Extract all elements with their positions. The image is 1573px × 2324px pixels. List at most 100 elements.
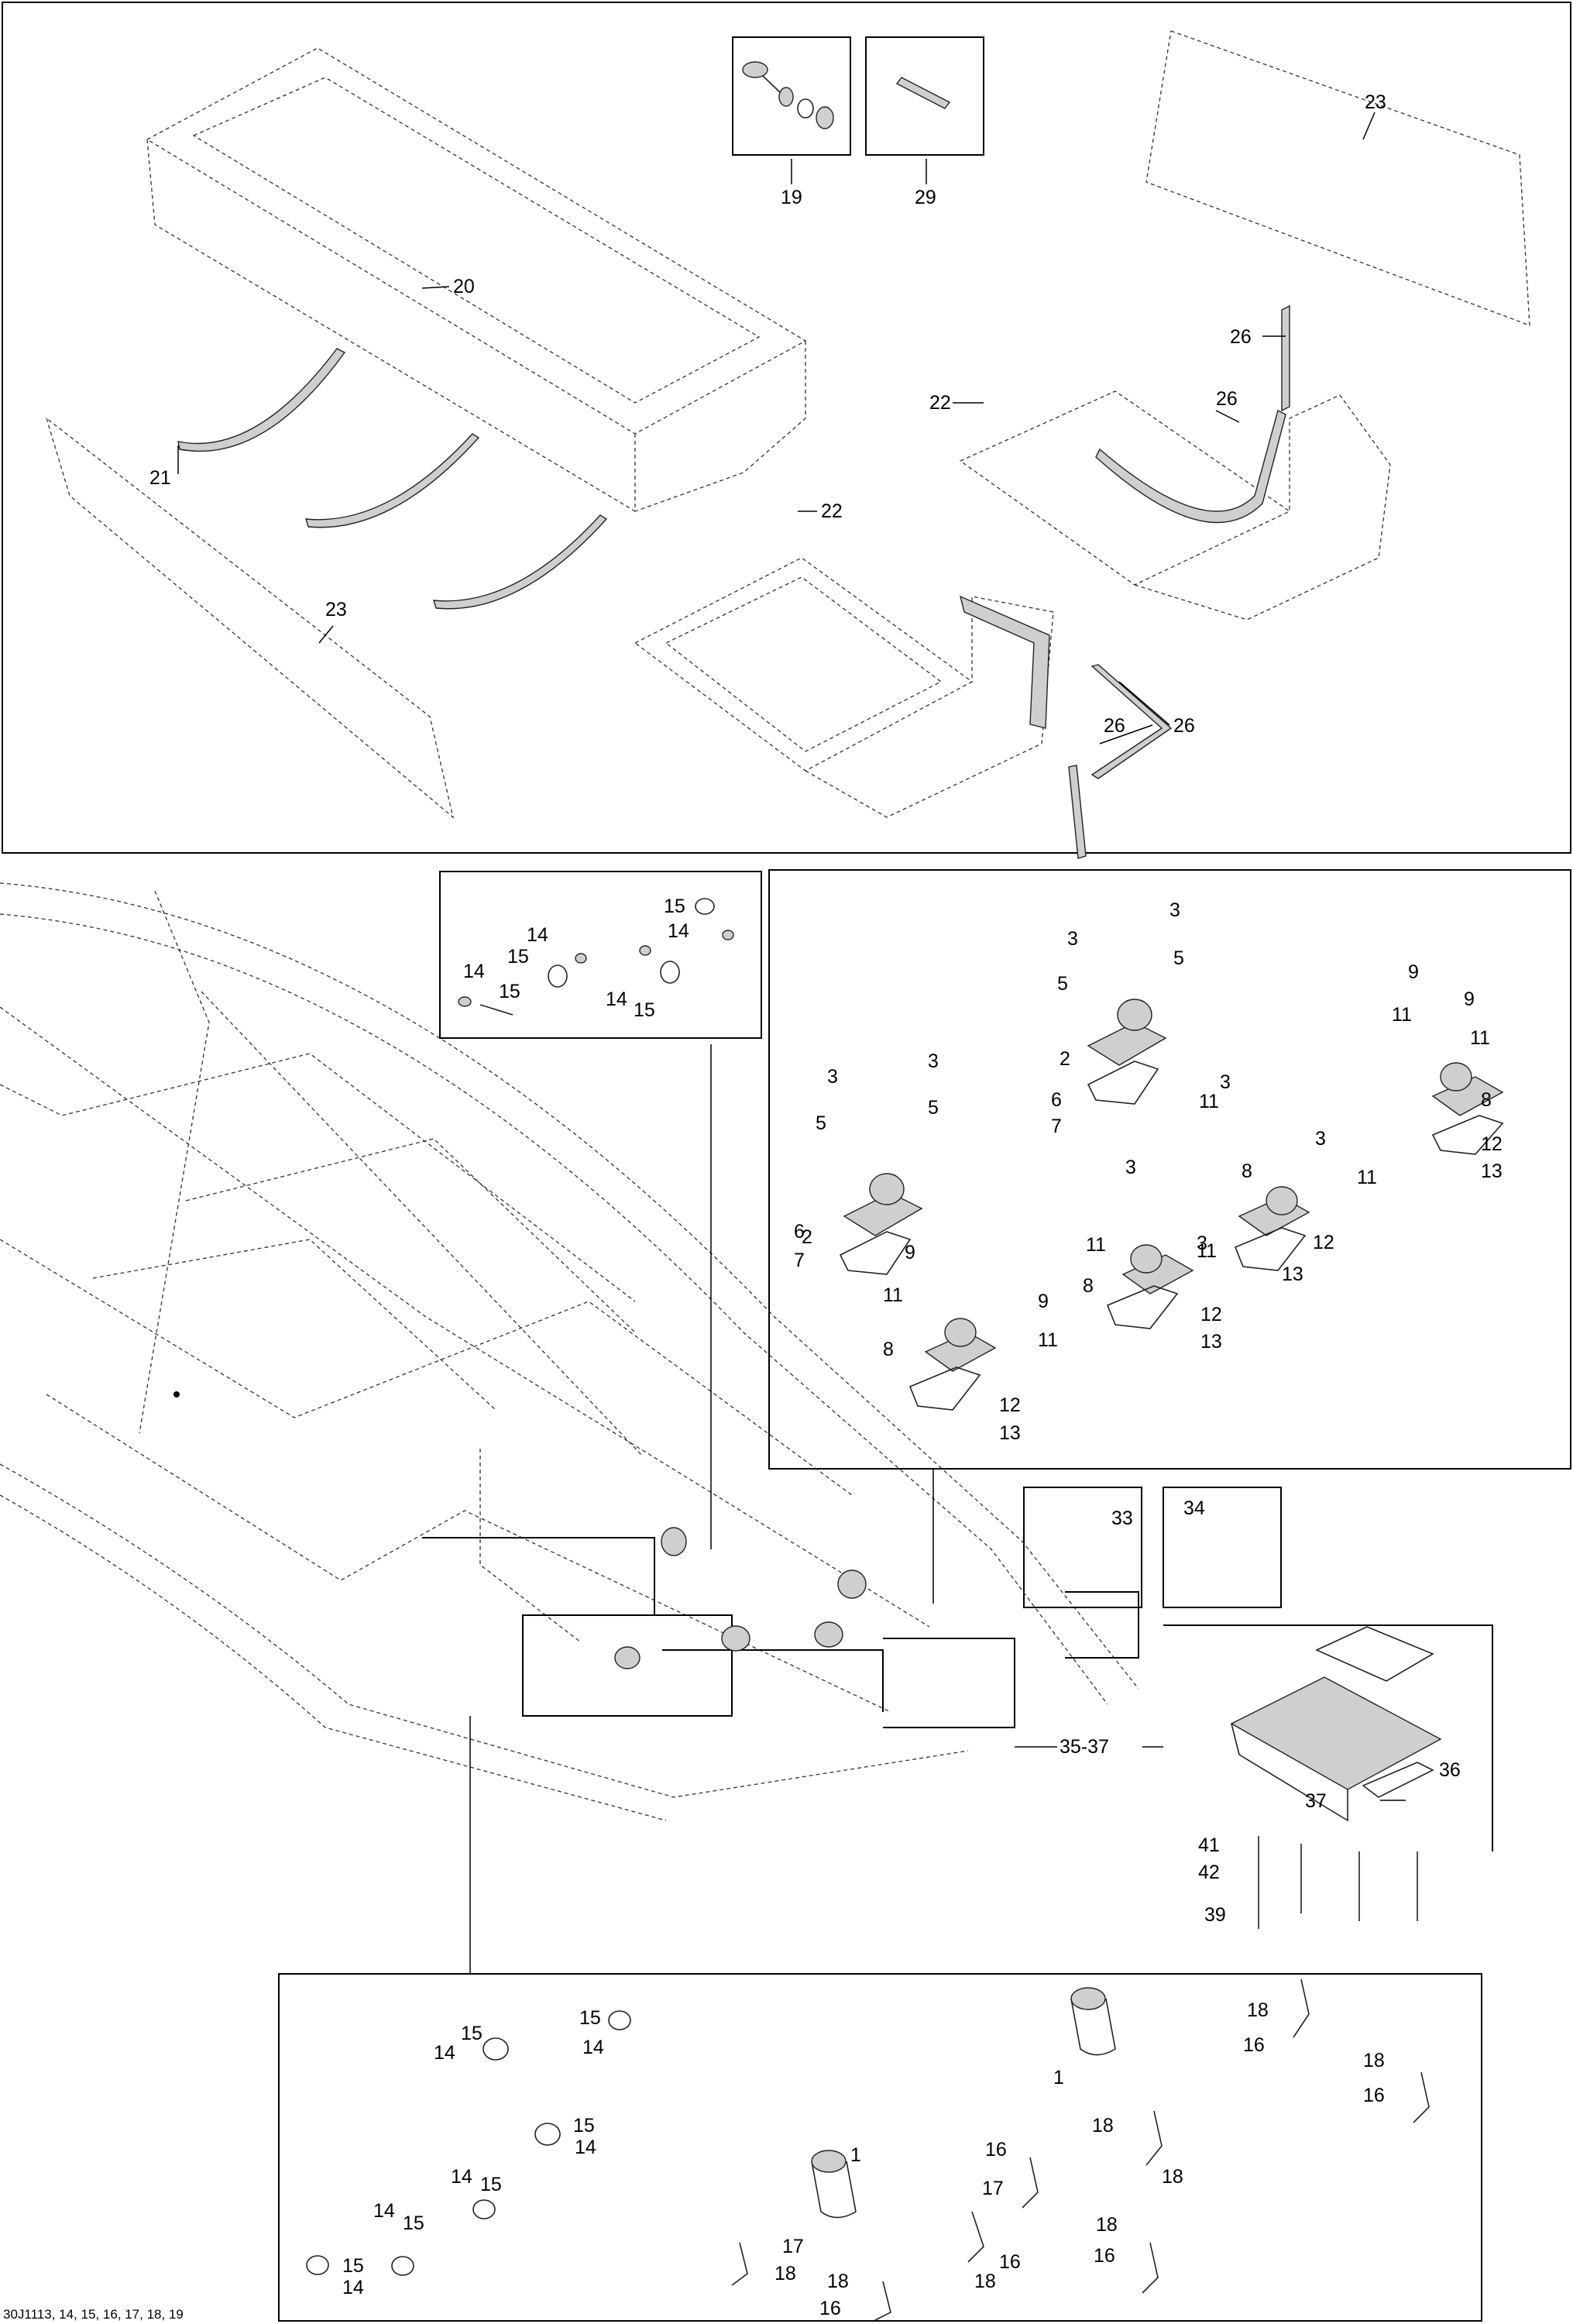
callout-9: 9 xyxy=(905,1242,915,1263)
callout-14: 14 xyxy=(575,2137,596,2158)
callout-12: 12 xyxy=(1313,1232,1334,1253)
callout-11: 11 xyxy=(1086,1234,1106,1256)
callout-23-bottom: 23 xyxy=(325,599,347,621)
hose-clamp-inset-frame xyxy=(439,871,762,1039)
bracket-inset-frame xyxy=(1163,1624,1493,1851)
callout-15: 15 xyxy=(507,946,529,968)
callout-16: 16 xyxy=(1094,2245,1115,2267)
mounting-bracket-part xyxy=(1230,1626,1442,1929)
strip-21-b xyxy=(305,433,480,528)
callout-35-37: 35-37 xyxy=(1060,1736,1109,1758)
callout-11: 11 xyxy=(883,1284,903,1306)
callout-23-top: 23 xyxy=(1365,91,1386,113)
callout-14: 14 xyxy=(451,2166,472,2188)
callout-26-b: 26 xyxy=(1216,388,1238,410)
seal-26-c xyxy=(1090,664,1173,779)
callout-13: 13 xyxy=(1282,1263,1303,1285)
hull-assembly xyxy=(0,882,1139,1821)
callout-16: 18 xyxy=(774,2263,796,2284)
screw-strip-part xyxy=(895,77,951,109)
engine-mount-callouts: 3 3 5 5 2 6 7 9 9 11 11 8 3 3 5 5 2 3 11… xyxy=(794,899,1503,1444)
callout-13: 13 xyxy=(1200,1331,1222,1353)
callout-18: 17 xyxy=(782,2236,804,2257)
leader-lines xyxy=(177,112,1406,1974)
callout-2: 2 xyxy=(802,1226,812,1248)
callout-11: 11 xyxy=(1038,1329,1058,1351)
part-34-inset-frame xyxy=(1163,1487,1282,1608)
callout-5: 5 xyxy=(1173,947,1184,969)
callout-6: 6 xyxy=(794,1221,805,1243)
callout-18: 16 xyxy=(999,2251,1021,2273)
tray-22-middle xyxy=(634,557,1054,818)
callout-2: 2 xyxy=(1060,1048,1070,1070)
storage-bin xyxy=(146,47,807,512)
callout-14: 14 xyxy=(373,2200,395,2222)
callout-18: 18 xyxy=(827,2271,849,2292)
callout-11: 11 xyxy=(1197,1240,1217,1262)
callout-41: 41 xyxy=(1198,1834,1220,1856)
callout-9: 9 xyxy=(1464,988,1475,1010)
callout-3: 3 xyxy=(1220,1071,1231,1093)
callout-15: 15 xyxy=(634,999,655,1021)
callout-18: 18 xyxy=(1363,2050,1385,2071)
upper-section-frame xyxy=(2,2,1571,854)
callout-9: 9 xyxy=(1038,1291,1049,1312)
callout-8: 8 xyxy=(1242,1160,1252,1182)
tray-22-right xyxy=(959,390,1391,621)
callout-12: 12 xyxy=(1200,1304,1222,1325)
callout-39: 39 xyxy=(1204,1904,1226,1926)
mid-callouts: 33 34 35-37 36 37 41 42 39 xyxy=(1060,1497,1461,1926)
upper-callouts: 19 29 23 20 22 26 26 21 22 23 26 26 xyxy=(149,91,1386,737)
callout-15: 15 xyxy=(573,2115,595,2137)
callout-1: 1 xyxy=(1053,2067,1064,2089)
callout-11: 11 xyxy=(1392,1004,1412,1026)
callout-12: 12 xyxy=(999,1394,1021,1416)
callout-26-d: 26 xyxy=(1173,715,1195,737)
callout-18: 18 xyxy=(1096,2214,1118,2236)
callout-22-middle: 22 xyxy=(821,500,843,522)
callout-16: 17 xyxy=(982,2178,1004,2199)
callout-15: 15 xyxy=(664,896,685,917)
callout-18: 16 xyxy=(985,2139,1007,2161)
strip-21-a xyxy=(177,348,346,452)
callout-22-right: 22 xyxy=(929,392,951,414)
callout-20: 20 xyxy=(453,276,475,297)
callout-5: 5 xyxy=(928,1097,939,1119)
lower-callouts: 15 14 15 14 15 14 14 15 14 15 15 14 1 1 … xyxy=(342,1999,1385,2319)
callout-9: 9 xyxy=(1408,961,1419,983)
callout-17: 18 xyxy=(1162,2166,1183,2188)
callout-17: 18 xyxy=(974,2271,996,2292)
callout-14: 14 xyxy=(342,2277,364,2298)
callout-3: 3 xyxy=(1169,899,1180,921)
callout-15: 15 xyxy=(342,2255,364,2277)
callout-14: 14 xyxy=(463,961,485,982)
callout-6: 6 xyxy=(1051,1089,1062,1111)
callout-18: 18 xyxy=(1092,2115,1114,2137)
callout-1: 1 xyxy=(850,2144,861,2166)
callout-19: 19 xyxy=(781,187,802,208)
callout-3: 3 xyxy=(1125,1157,1136,1178)
callout-11: 11 xyxy=(1357,1167,1377,1188)
hose-clamp-parts xyxy=(458,898,734,1016)
callout-5: 5 xyxy=(1057,973,1068,995)
callout-42: 42 xyxy=(1198,1862,1220,1883)
callout-5: 5 xyxy=(816,1112,826,1134)
callout-16: 16 xyxy=(1363,2085,1385,2106)
callout-3: 3 xyxy=(1067,928,1078,950)
callout-16: 16 xyxy=(1243,2034,1265,2056)
part-33-inset-frame xyxy=(1023,1487,1142,1608)
callout-3: 3 xyxy=(827,1066,838,1088)
panel-23-bottom xyxy=(45,417,455,819)
callout-21: 21 xyxy=(149,467,171,489)
callout-12: 12 xyxy=(1481,1133,1503,1155)
callout-15: 15 xyxy=(403,2212,424,2234)
callout-3: 3 xyxy=(1197,1232,1207,1254)
callout-14: 14 xyxy=(582,2037,604,2058)
callout-29: 29 xyxy=(915,187,936,208)
callout-18: 18 xyxy=(1247,1999,1269,2021)
callout-15: 15 xyxy=(579,2007,601,2029)
drain-fitting-part xyxy=(742,61,834,129)
panel-23-top xyxy=(1145,30,1530,326)
callout-14: 14 xyxy=(668,920,689,942)
